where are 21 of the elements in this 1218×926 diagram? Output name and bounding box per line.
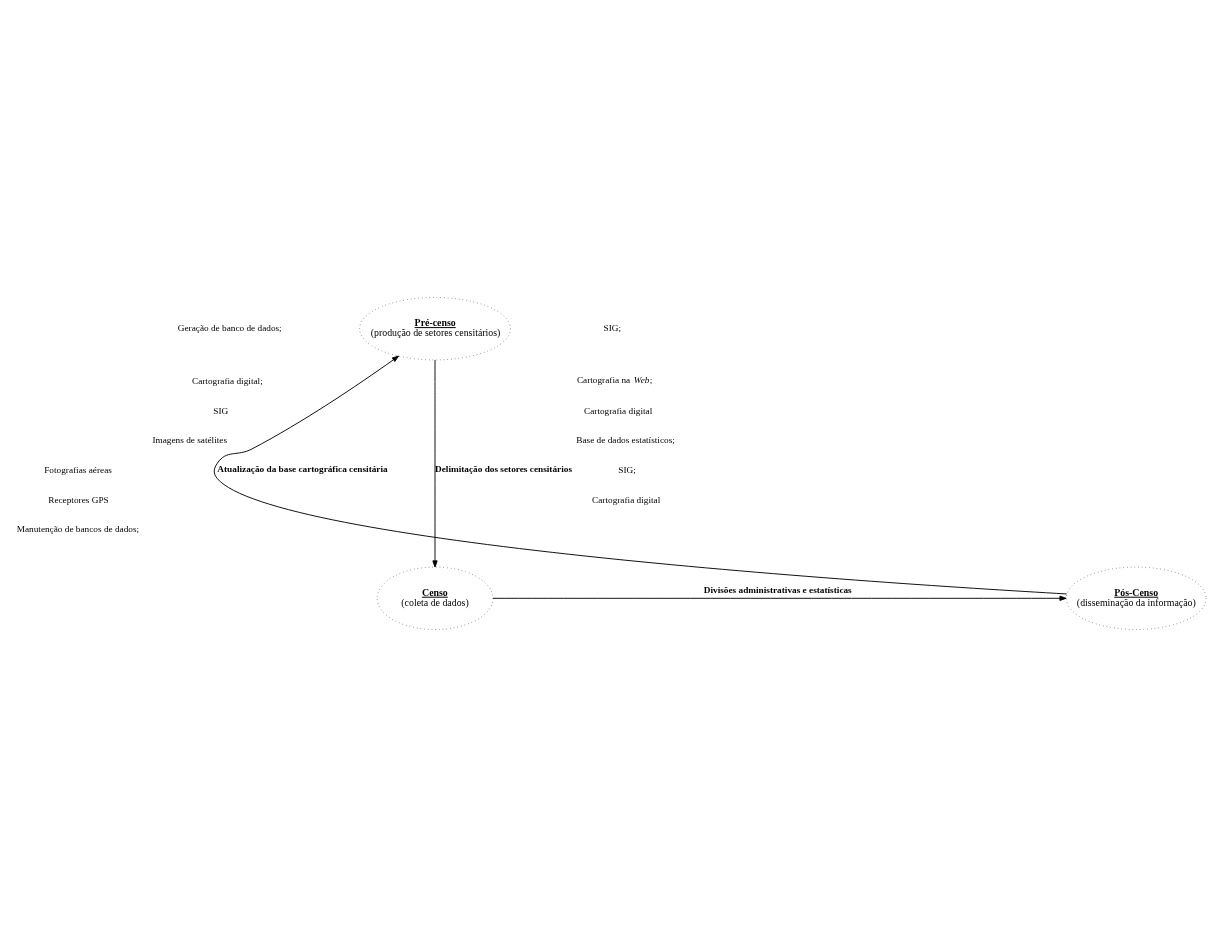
arrow [213,355,1068,594]
label: SIG; [603,322,622,333]
node-ellipse: Censo (coleta de dados) [376,566,494,630]
label: Cartografia digital [584,405,653,416]
arrow [432,359,438,567]
edge-label: Divisões administrativas e estatísticas [703,584,852,595]
label: SIG [213,405,229,416]
edge-label: Atualização da base cartográfica censitária [217,463,388,474]
label: Imagens de satélites [152,434,228,445]
label: SIG; [618,464,636,475]
arrow [492,595,1067,601]
label: Fotografias aéreas [44,464,112,475]
label: Base de dados estatísticos; [576,434,675,445]
node-ellipse: Pós-Censo (disseminação da informação) [1066,566,1207,630]
label: Cartografia digital [592,494,661,505]
label: Geração de banco de dados; [177,322,282,333]
label: Receptores GPS [48,494,109,505]
label: Manutenção de bancos de dados; [16,523,140,534]
label: Cartografia digital; [192,375,263,386]
edge-label: Delimitação dos setores censitários [435,463,573,474]
label: Cartografia na Web; [576,374,653,385]
